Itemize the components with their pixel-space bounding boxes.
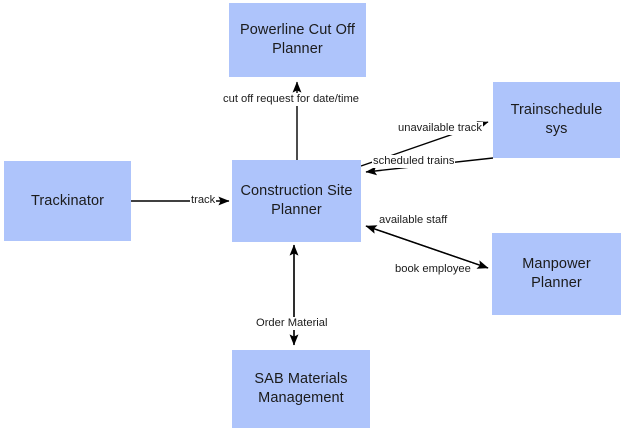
node-trainschedule-sys[interactable]: Trainschedule sys: [493, 82, 620, 158]
edge-label-available-staff: available staff: [378, 214, 449, 227]
edge-label-order-material: Order Material: [255, 317, 329, 330]
connector-staff-employee: [365, 225, 489, 269]
node-label: Powerline Cut Off Planner: [239, 22, 356, 57]
node-label: Trainschedule sys: [510, 102, 603, 137]
edge-label-unavailable-track: unavailable track: [397, 122, 483, 135]
edge-label-scheduled-trains: scheduled trains: [372, 155, 456, 168]
node-label: SAB Materials Management: [254, 371, 348, 406]
node-label: Construction Site Planner: [240, 183, 353, 218]
node-sab-materials-management[interactable]: SAB Materials Management: [232, 350, 370, 428]
node-construction-site-planner[interactable]: Construction Site Planner: [232, 160, 361, 242]
edge-label-book-employee: book employee: [394, 263, 472, 276]
node-trackinator[interactable]: Trackinator: [4, 161, 131, 241]
node-label: Trackinator: [30, 192, 105, 209]
node-powerline-cut-off-planner[interactable]: Powerline Cut Off Planner: [229, 3, 366, 77]
edge-label-cut-off-request: cut off request for date/time: [222, 93, 360, 106]
node-label: Manpower Planner: [522, 256, 591, 291]
node-manpower-planner[interactable]: Manpower Planner: [492, 233, 621, 315]
edge-label-track: track: [190, 194, 217, 207]
